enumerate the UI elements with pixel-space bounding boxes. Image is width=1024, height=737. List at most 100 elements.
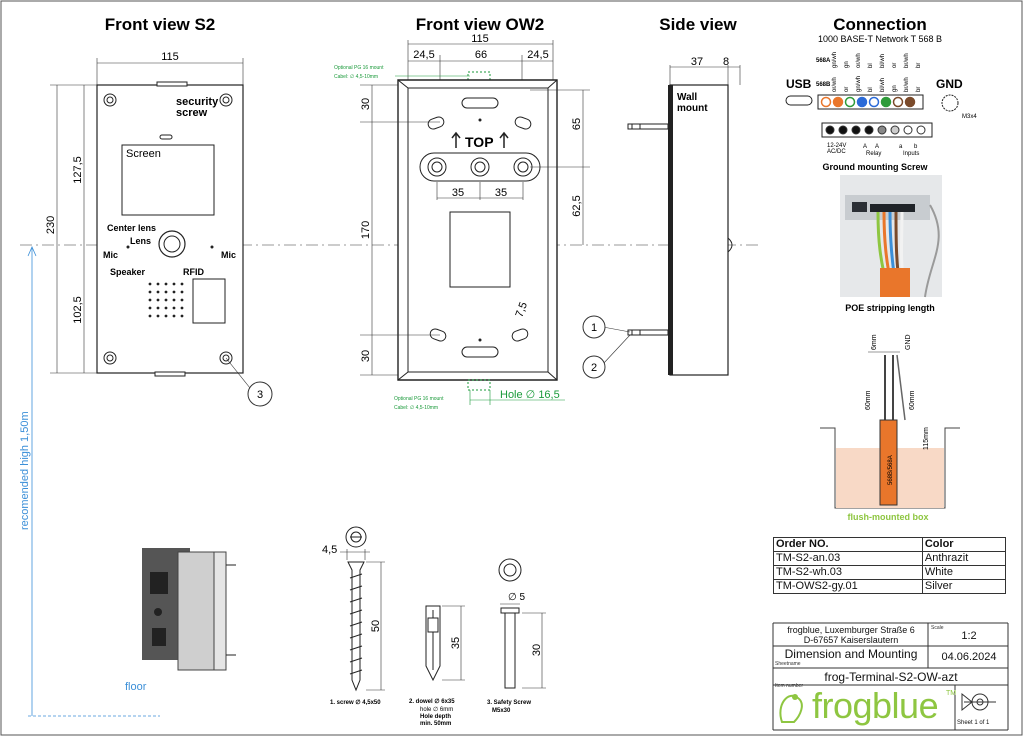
safety-dia-dim: ∅ 5 (508, 592, 525, 603)
screw-width-dim: 4,5 (322, 544, 337, 556)
d6mm-label: 6mm (871, 334, 878, 350)
order-header-no: Order NO. (773, 537, 923, 552)
power-label-2: AC/DC (827, 149, 846, 155)
center-lens-label: Center lens (107, 223, 156, 233)
568b-wire-label: bl (868, 87, 874, 92)
item-number-caption: Item number (775, 683, 804, 689)
side-37-dim: 37 (691, 56, 703, 68)
table-row: TM-S2-wh.03 White (773, 565, 1007, 580)
floor-label: floor (125, 681, 147, 693)
order-table: Order NO. Color TM-S2-an.03 Anthrazit TM… (773, 537, 1007, 594)
568a-wire-label: br/wh (904, 53, 910, 68)
ow2-mid-dim: 66 (475, 49, 487, 61)
title-front-ow2: Front view OW2 (416, 15, 544, 34)
568b-wire-label: gn/wh (856, 76, 862, 92)
usb-port-icon (785, 95, 813, 106)
ow2-30-bottom: 30 (360, 350, 372, 362)
safety-label-1: 3. Safety Screw (487, 700, 531, 706)
rj45-pin (856, 96, 868, 108)
relay-a-2: A (875, 144, 879, 150)
terminal-pin (864, 125, 874, 135)
ow2-35-left: 35 (452, 187, 464, 199)
terminal-pin (838, 125, 848, 135)
ow2-width-dim: 115 (471, 33, 489, 45)
ow2-right-dim: 24,5 (527, 49, 548, 61)
rj45-pin (832, 96, 844, 108)
inputs-label: Inputs (903, 151, 919, 157)
s2-lower-dim: 102,5 (72, 296, 84, 324)
ground-screw-label: Ground mounting Screw (823, 162, 929, 172)
ow2-35-right: 35 (495, 187, 507, 199)
rj45-pin (820, 96, 832, 108)
connection-subtitle: 1000 BASE-T Network T 568 B (818, 34, 942, 44)
568b-wire-label: br (916, 87, 922, 92)
screw-label: 1. screw ∅ 4,5x50 (330, 699, 381, 706)
row-568b-label: 568B (816, 82, 831, 88)
sheet-count: Sheet 1 of 1 (957, 720, 990, 726)
d115mm-label: 115mm (923, 427, 930, 450)
d60mm-a-label: 60mm (865, 390, 872, 410)
callout-1: 1 (591, 322, 597, 334)
pg-bottom-label-1: Optional PG 16 mount (394, 396, 444, 402)
recommended-height-label: recomended high 1,50m (19, 411, 31, 530)
screen-label: Screen (126, 148, 161, 160)
terminal-pin (877, 125, 887, 135)
security-screw-label-2: screw (176, 107, 208, 119)
side-view: 37 8 Wall mount 1 2 (582, 56, 741, 379)
568b-wire-label: or/wh (832, 77, 838, 92)
scale-caption: Scale (931, 625, 944, 631)
mic-right-label: Mic (221, 250, 236, 260)
relay-label: Relay (866, 151, 881, 157)
568a-wire-label: bl/wh (880, 54, 886, 68)
568b-wire-label: gn (892, 85, 898, 92)
wall-mount-label-1: Wall (677, 92, 697, 103)
trademark: TM (946, 690, 957, 697)
pg-top-label-2: Cabel: ∅ 4,5-10mm (334, 74, 378, 80)
lens-label: Lens (130, 236, 151, 246)
cable-photo (840, 175, 942, 298)
rfid-label: RFID (183, 267, 204, 277)
mic-left-label: Mic (103, 250, 118, 260)
order-color-cell: Silver (921, 579, 1007, 594)
gnd-label: GND (936, 77, 963, 91)
pg-top-label-1: Optional PG 16 mount (334, 65, 384, 71)
company-line-1: frogblue, Luxemburger Straße 6 (787, 625, 915, 635)
rj45-pin (892, 96, 904, 108)
item-number: frog-Terminal-S2-OW-azt (824, 670, 958, 684)
gnd-screw-icon (941, 94, 959, 112)
title-front-s2: Front view S2 (105, 15, 216, 34)
dowel-label-1: 2. dowel ∅ 6x35 (409, 698, 455, 705)
date-value: 04.06.2024 (941, 651, 997, 663)
table-row: TM-OWS2-gy.01 Silver (773, 579, 1007, 594)
sheet-name: Dimension and Mounting (784, 647, 918, 661)
scale-value: 1:2 (961, 630, 977, 642)
m3x4-label: M3x4 (962, 114, 977, 120)
connection-panel: 1000 BASE-T Network T 568 B 568A 568B gn… (785, 34, 977, 522)
terminal-pin (825, 125, 835, 135)
screw-length-dim: 50 (370, 620, 382, 632)
side-8-dim: 8 (723, 56, 729, 68)
flush-box-label: flush-mounted box (848, 512, 929, 522)
ow2-62-5: 62,5 (571, 195, 583, 216)
rj45-pin (844, 96, 856, 108)
s2-width-dim: 115 (161, 51, 179, 63)
dowel-label-2: hole ∅ 6mm (420, 706, 453, 713)
dowel-label-3: Hole depth (420, 714, 451, 720)
s2-upper-dim: 127,5 (72, 156, 84, 184)
speaker-grille (148, 282, 184, 318)
dowel-length-dim: 35 (450, 637, 462, 649)
rj45-pin (868, 96, 880, 108)
front-view-s2: 115 security screw Screen Center lens Le… (45, 51, 273, 407)
568a-wire-label: or/wh (856, 53, 862, 68)
568a-wire-label: gn/wh (832, 52, 838, 68)
relay-a-1: A (863, 144, 867, 150)
title-block-graphics (772, 622, 1009, 731)
568a-wire-label: gn (844, 61, 850, 68)
safety-label-2: M5x30 (492, 708, 511, 714)
poe-strip-label: POE stripping length (845, 303, 935, 313)
usb-label: USB (786, 77, 812, 91)
title-connection: Connection (833, 15, 927, 34)
